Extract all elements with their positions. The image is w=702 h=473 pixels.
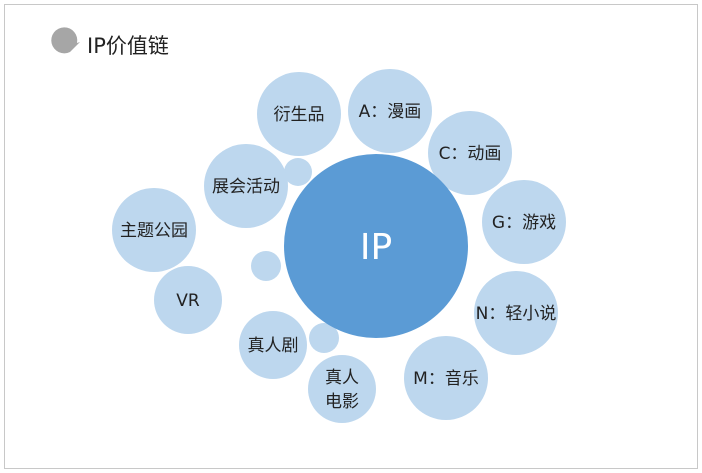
- node-label: 展会活动: [212, 177, 280, 197]
- node-label: 真人: [325, 368, 359, 388]
- title-group: IP价值链: [51, 27, 169, 58]
- decorative-dot: [251, 251, 281, 281]
- node-bubble: [482, 180, 566, 264]
- center-label: IP: [360, 227, 392, 268]
- node-theme-park: 主题公园: [112, 188, 196, 272]
- node-label: C：动画: [439, 144, 502, 164]
- node-bubble: [308, 355, 376, 423]
- node-label: 衍生品: [274, 105, 325, 125]
- decorative-dot: [284, 158, 312, 186]
- node-comic: A：漫画: [348, 69, 432, 153]
- node-label: VR: [176, 291, 200, 311]
- value-chain-nodes: A：漫画C：动画G：游戏N：轻小说M：音乐真人电影真人剧VR主题公园展会活动衍生…: [112, 69, 566, 423]
- center-circle: [284, 154, 468, 338]
- node-game: G：游戏: [482, 180, 566, 264]
- node-bubble: [474, 271, 558, 355]
- node-animation: C：动画: [428, 111, 512, 195]
- node-bubble: [348, 69, 432, 153]
- node-bubble: [112, 188, 196, 272]
- node-exhibition: 展会活动: [204, 144, 288, 228]
- decorative-dot: [309, 323, 339, 353]
- decorative-dots: [251, 158, 339, 353]
- node-bubble: [154, 266, 222, 334]
- node-drama: 真人剧: [239, 311, 307, 379]
- node-music: M：音乐: [404, 336, 488, 420]
- speech-bubble-icon: [51, 27, 80, 54]
- diagram-title: IP价值链: [87, 34, 169, 58]
- node-label: 电影: [325, 392, 359, 412]
- node-label: 真人剧: [248, 336, 299, 356]
- node-bubble: [204, 144, 288, 228]
- node-label: A：漫画: [359, 102, 422, 122]
- node-label: 主题公园: [120, 221, 188, 241]
- node-label: G：游戏: [492, 213, 556, 233]
- node-novel: N：轻小说: [474, 271, 558, 355]
- node-label: M：音乐: [413, 369, 479, 389]
- node-bubble: [257, 72, 341, 156]
- node-merchandise: 衍生品: [257, 72, 341, 156]
- node-bubble: [428, 111, 512, 195]
- node-vr: VR: [154, 266, 222, 334]
- ip-value-chain-diagram: IP价值链 A：漫画C：动画G：游戏N：轻小说M：音乐真人电影真人剧VR主题公园…: [51, 27, 566, 423]
- center-node: IP: [284, 154, 468, 338]
- node-label: N：轻小说: [476, 304, 557, 324]
- node-bubble: [404, 336, 488, 420]
- node-bubble: [239, 311, 307, 379]
